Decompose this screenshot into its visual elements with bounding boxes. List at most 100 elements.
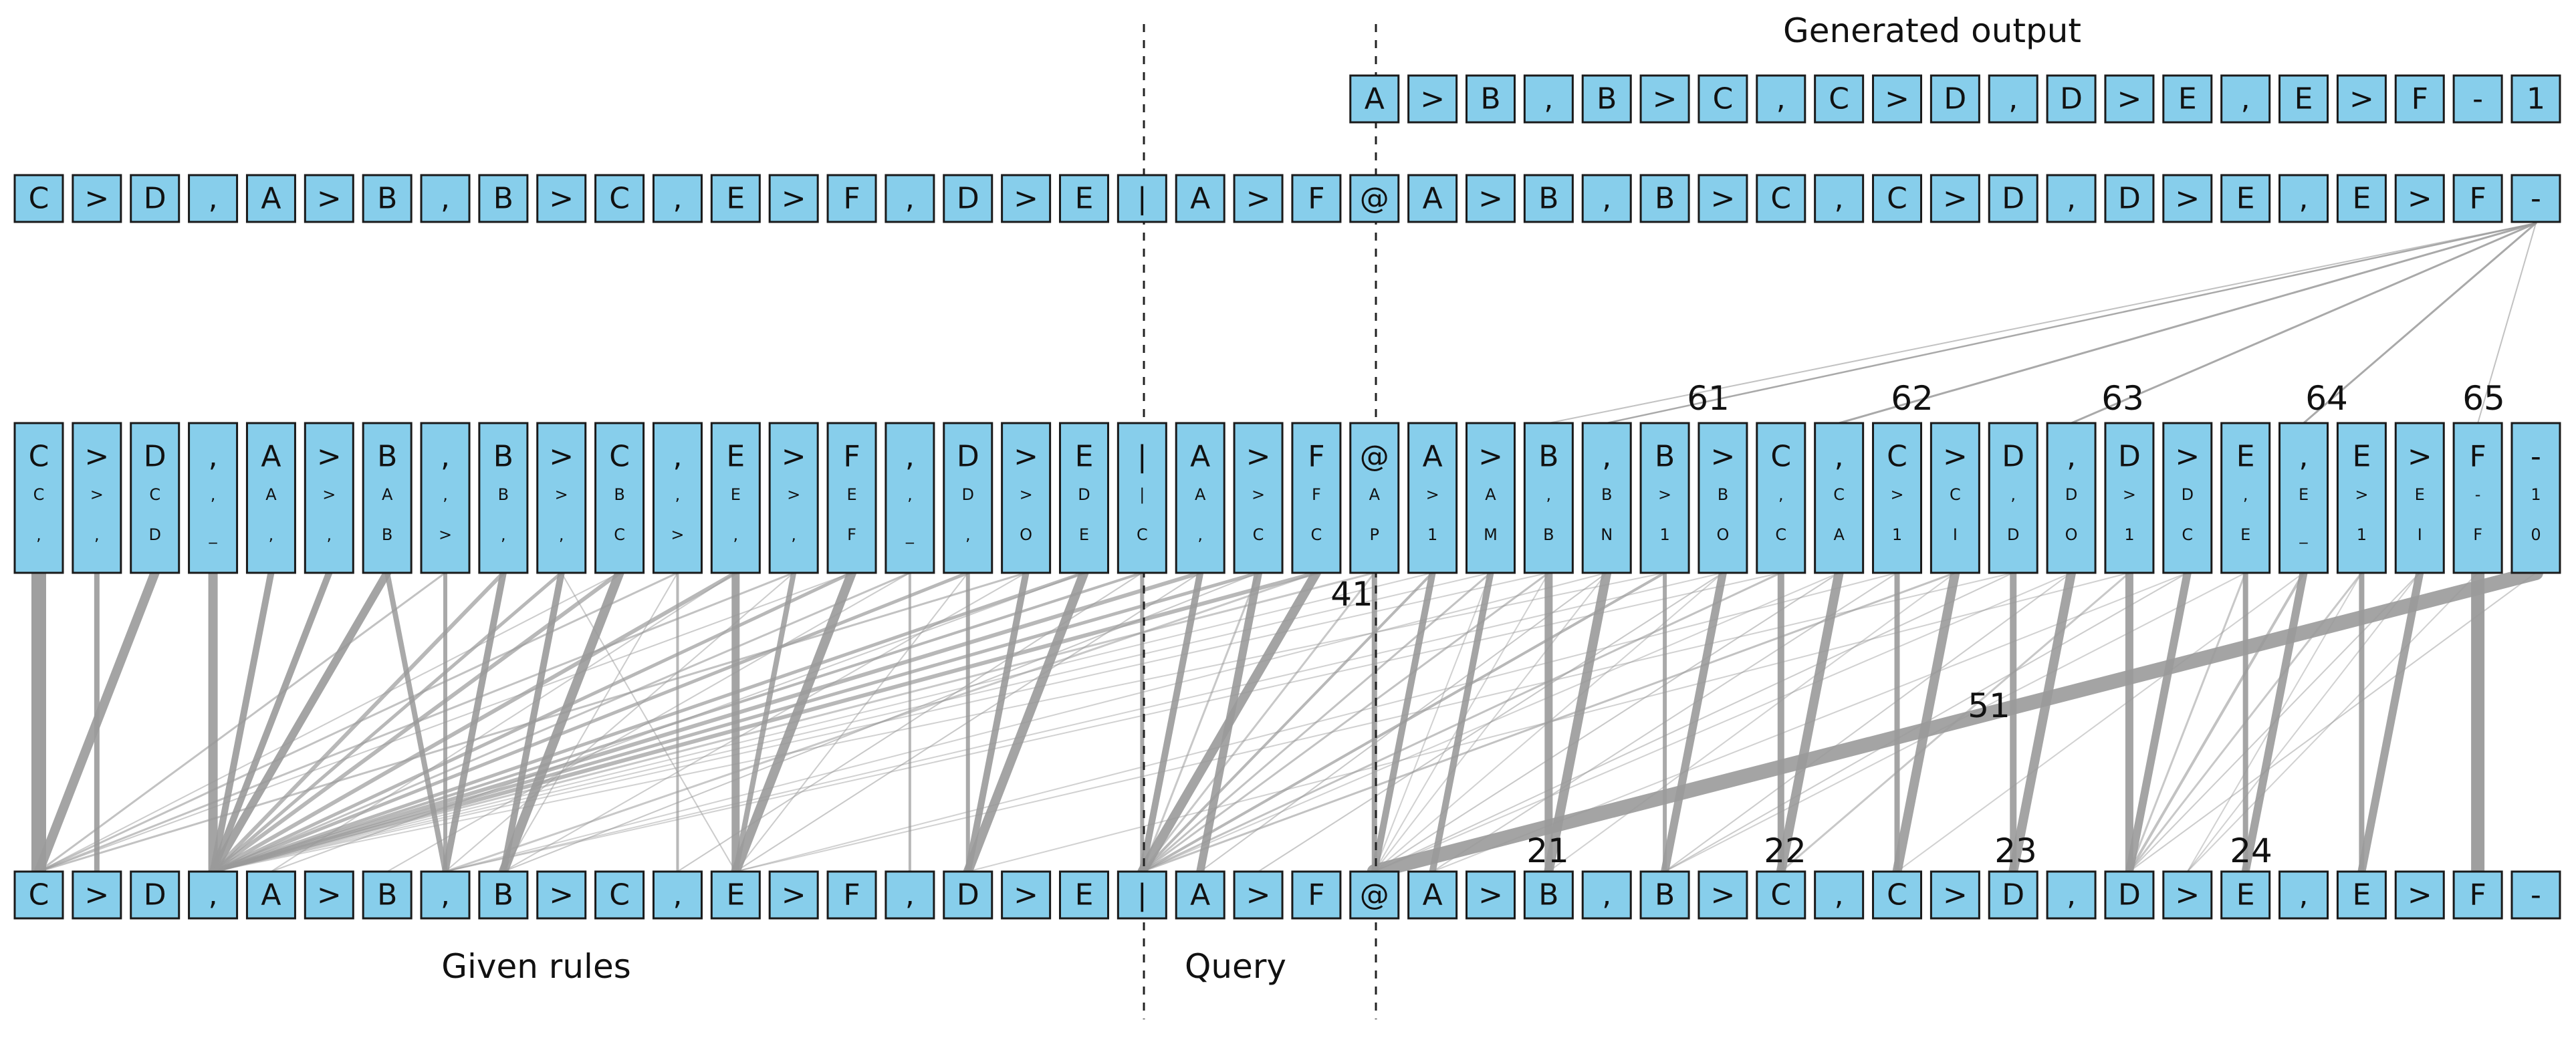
input-token-label: A: [1423, 878, 1443, 912]
attention-edge: [211, 571, 738, 874]
sequence-token-label: ,: [673, 182, 682, 216]
sequence-token: B: [1523, 174, 1574, 223]
sequence-token: D: [1988, 174, 2038, 223]
input-token-box: [2220, 870, 2271, 920]
input-token-label: D: [144, 878, 166, 912]
input-token-box: [1872, 870, 1923, 920]
sequence-token: D: [943, 174, 993, 223]
embedding-token-main: ,: [1602, 440, 1611, 474]
generated-token-label: 1: [2527, 82, 2545, 116]
sequence-token-box: [1581, 174, 1632, 223]
embedding-token: AA,: [1175, 422, 1225, 574]
attention-edge: [1548, 572, 1956, 872]
generated-token-label: E: [2178, 82, 2197, 116]
input-token: C: [594, 870, 645, 920]
generated-token-label: D: [2060, 82, 2083, 116]
embedding-token: ,,>: [420, 422, 471, 574]
sequence-token-label: E: [2236, 182, 2255, 216]
embedding-token-box: [2278, 422, 2329, 574]
embedding-token-sub: ,: [2010, 485, 2016, 504]
embedding-token-main: >: [1014, 440, 1038, 474]
input-token-label: -: [2531, 878, 2541, 912]
input-token-box: [2510, 870, 2561, 920]
sequence-token-label: -: [2531, 182, 2541, 216]
attention-edge: [735, 572, 1201, 872]
embedding-token-box: [885, 422, 935, 574]
embedding-token-main: C: [1887, 440, 1907, 474]
embedding-token-box: [245, 422, 296, 574]
generated-token: E: [2278, 74, 2329, 124]
input-token: E: [1058, 870, 1109, 920]
annotation-64: 64: [2305, 379, 2348, 418]
input-token: C: [1872, 870, 1923, 920]
embedding-token-sub: ,: [443, 485, 448, 504]
embedding-token-box: [1988, 422, 2038, 574]
input-token: B: [1523, 870, 1574, 920]
input-token-box: [826, 870, 877, 920]
input-token-box: [1466, 870, 1516, 920]
input-token: F: [826, 870, 877, 920]
sequence-token-box: [943, 174, 993, 223]
input-token-label: ,: [2299, 878, 2309, 912]
attention-edge: [1605, 222, 2537, 424]
input-token-label: >: [782, 878, 806, 912]
input-token: D: [130, 870, 181, 920]
embedding-token: ||C: [1117, 422, 1167, 574]
embedding-token: ,,_: [885, 422, 935, 574]
input-token: >: [1697, 870, 1748, 920]
sequence-token: >: [72, 174, 122, 223]
embedding-token: -10: [2510, 422, 2561, 574]
sequence-token: |: [1117, 174, 1167, 223]
attention-edge: [2127, 571, 2305, 873]
annotation-22: 22: [1764, 831, 1806, 870]
embedding-token-box: [1697, 422, 1748, 574]
generated-token-box: [1466, 74, 1516, 124]
input-token: A: [245, 870, 296, 920]
input-token-box: [1929, 870, 1980, 920]
input-token-label: >: [2408, 878, 2432, 912]
input-token-box: [362, 870, 413, 920]
attention-edge: [1838, 222, 2537, 424]
attention-edge: [1373, 572, 2014, 872]
embedding-token-box: [2046, 422, 2097, 574]
input-token-box: [2104, 870, 2155, 920]
embedding-token-sub: >: [2355, 485, 2368, 504]
attention-edge: [1664, 572, 2188, 872]
attention-edge: [445, 572, 1782, 872]
input-token: >: [72, 870, 122, 920]
input-token-box: [13, 870, 64, 920]
embedding-token: D,D: [1988, 422, 2038, 574]
embedding-token-sub: 0: [2531, 525, 2541, 544]
attention-edge: [502, 572, 679, 872]
input-token: >: [1466, 870, 1516, 920]
sequence-token-box: [1175, 174, 1225, 223]
attention-edge: [445, 572, 1608, 872]
input-token-box: [2162, 870, 2213, 920]
input-token-box: [1639, 870, 1690, 920]
embedding-token-box: [1175, 422, 1225, 574]
sequence-token: >: [2162, 174, 2213, 223]
generated-token: B: [1466, 74, 1516, 124]
attention-edge: [1896, 572, 2305, 872]
input-token-box: [1058, 870, 1109, 920]
embedding-token-sub: B: [614, 485, 624, 504]
embedding-token-main: F: [2469, 440, 2486, 474]
input-token-label: B: [493, 878, 513, 912]
input-token: C: [13, 870, 64, 920]
generated-token-box: [2278, 74, 2329, 124]
embedding-token-box: [1929, 422, 1980, 574]
input-token: >: [2162, 870, 2213, 920]
embedding-token-box: [652, 422, 703, 574]
sequence-token-box: [2452, 174, 2503, 223]
embedding-token-sub: O: [1716, 525, 1729, 544]
input-token: >: [1001, 870, 1052, 920]
sequence-token-label: >: [782, 182, 806, 216]
attention-edge: [270, 572, 737, 872]
embedding-token-sub: C: [1950, 485, 1961, 504]
attention-edge: [212, 572, 1433, 872]
sequence-token: A: [1175, 174, 1225, 223]
input-token: E: [2336, 870, 2387, 920]
sequence-token-box: [885, 174, 935, 223]
sequence-token: B: [1639, 174, 1690, 223]
